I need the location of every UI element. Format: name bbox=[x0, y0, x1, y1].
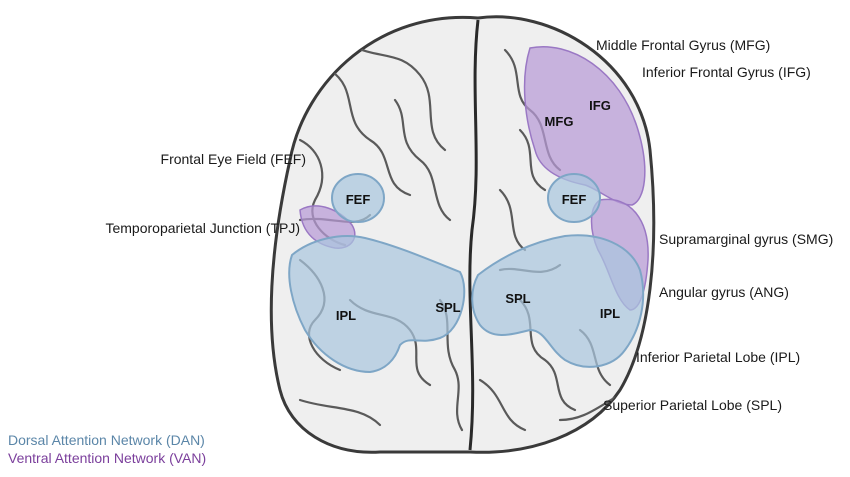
legend-van: Ventral Attention Network (VAN) bbox=[8, 450, 207, 466]
left-parietal-region bbox=[288, 234, 466, 374]
tag-mfg: MFG bbox=[545, 114, 574, 129]
tag-ipl-left: IPL bbox=[336, 308, 356, 323]
left-fef-region bbox=[331, 173, 385, 223]
label-mfg: Middle Frontal Gyrus (MFG) bbox=[596, 37, 771, 53]
dorsal-attention-regions bbox=[288, 173, 645, 374]
tag-fef-left: FEF bbox=[346, 192, 371, 207]
longitudinal-fissure bbox=[468, 19, 480, 451]
right-parietal-region bbox=[471, 234, 645, 368]
label-fef: Frontal Eye Field (FEF) bbox=[160, 151, 306, 167]
tag-spl-right: SPL bbox=[505, 291, 530, 306]
label-ifg: Inferior Frontal Gyrus (IFG) bbox=[642, 64, 811, 80]
label-smg: Supramarginal gyrus (SMG) bbox=[659, 231, 834, 247]
tag-spl-left: SPL bbox=[435, 300, 460, 315]
tag-ifg: IFG bbox=[589, 98, 611, 113]
label-ipl: Inferior Parietal Lobe (IPL) bbox=[636, 349, 801, 365]
legend-dan: Dorsal Attention Network (DAN) bbox=[8, 432, 205, 448]
label-spl: Superior Parietal Lobe (SPL) bbox=[603, 397, 782, 413]
right-fef-region bbox=[547, 173, 601, 223]
tag-fef-right: FEF bbox=[562, 192, 587, 207]
label-ang: Angular gyrus (ANG) bbox=[659, 284, 789, 300]
label-tpj: Temporoparietal Junction (TPJ) bbox=[105, 220, 300, 236]
tag-ipl-right: IPL bbox=[600, 306, 620, 321]
